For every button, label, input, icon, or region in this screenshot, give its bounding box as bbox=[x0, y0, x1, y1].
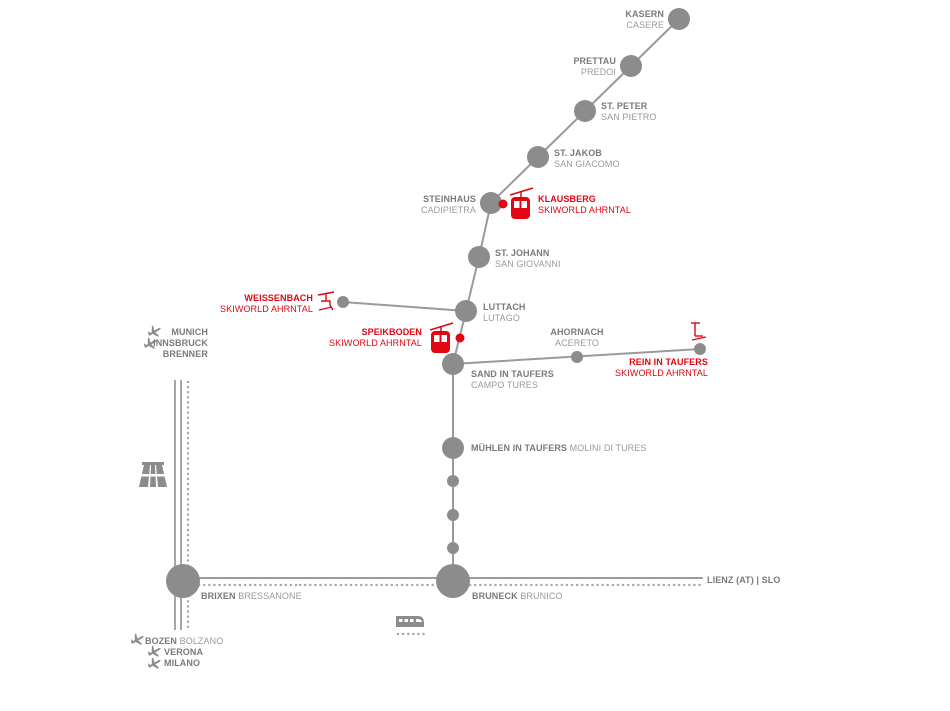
ski-area-dots bbox=[455, 199, 508, 343]
station-name: AHORNACH bbox=[550, 327, 604, 337]
station-name: SAND IN TAUFERS bbox=[471, 369, 554, 379]
station-name: ST. JOHANN bbox=[495, 248, 550, 258]
node-brixen bbox=[166, 564, 200, 598]
node-steinhaus bbox=[480, 192, 502, 214]
station-subname: LUTAGO bbox=[483, 313, 520, 323]
station-name: ST. JAKOB bbox=[554, 148, 602, 158]
gondola-icon bbox=[509, 187, 534, 219]
station-name: BRIXEN bbox=[201, 591, 236, 601]
node-st-jakob bbox=[527, 146, 549, 168]
ski-area-subname: SKIWORLD AHRNTAL bbox=[220, 304, 313, 314]
node-stop-3 bbox=[447, 542, 459, 554]
node-muehlen bbox=[442, 437, 464, 459]
node-weissenbach bbox=[337, 296, 349, 308]
route-kasern-prettau bbox=[630, 18, 680, 67]
label-st-johann: ST. JOHANN SAN GIOVANNI bbox=[495, 248, 561, 270]
gondola-icon bbox=[429, 322, 454, 353]
airplane-icon bbox=[148, 325, 161, 337]
route-luttach-weissenbach bbox=[342, 301, 467, 312]
node-st-johann bbox=[468, 246, 490, 268]
station-subname: PREDOI bbox=[580, 67, 616, 77]
airplane-icon bbox=[144, 337, 157, 349]
station-subname: SAN GIACOMO bbox=[554, 159, 620, 169]
ski-lift-icon bbox=[691, 322, 707, 341]
label-kasern: KASERN CASERE bbox=[625, 9, 664, 31]
station-name: LIENZ (AT) | SLO bbox=[707, 575, 781, 585]
label-ahornach: AHORNACH ACERETO bbox=[544, 327, 610, 349]
node-sand-in-taufers bbox=[442, 353, 464, 375]
label-north-destinations: MUNICH INNSBRUCK BRENNER bbox=[153, 327, 208, 360]
airplane-icon bbox=[131, 633, 144, 645]
node-luttach bbox=[455, 300, 477, 322]
destination-munich: MUNICH bbox=[171, 327, 208, 337]
node-stop-2 bbox=[447, 509, 459, 521]
chairlift-icon bbox=[317, 291, 335, 311]
destination-brenner: BRENNER bbox=[162, 349, 208, 359]
destination-milano: MILANO bbox=[164, 658, 201, 668]
label-south-destinations: BOZEN BOLZANO VERONA MILANO bbox=[145, 636, 223, 669]
ski-area-name: REIN IN TAUFERS bbox=[629, 357, 708, 367]
label-klausberg: KLAUSBERG SKIWORLD AHRNTAL bbox=[538, 194, 631, 216]
label-lienz: LIENZ (AT) | SLO bbox=[707, 575, 780, 586]
node-st-peter bbox=[574, 100, 596, 122]
station-subname: SAN PIETRO bbox=[601, 112, 657, 122]
station-name: KASERN bbox=[625, 9, 664, 19]
station-subname: BRUNICO bbox=[520, 591, 563, 601]
label-rein: REIN IN TAUFERS SKIWORLD AHRNTAL bbox=[615, 357, 708, 379]
label-st-jakob: ST. JAKOB SAN GIACOMO bbox=[554, 148, 620, 170]
ski-area-subname: SKIWORLD AHRNTAL bbox=[615, 368, 708, 378]
airplane-icon bbox=[148, 645, 161, 657]
station-subname: CAMPO TURES bbox=[471, 380, 538, 390]
station-nodes bbox=[166, 8, 706, 598]
station-subname: CASERE bbox=[626, 20, 664, 30]
station-name: ST. PETER bbox=[601, 101, 648, 111]
station-name: BRUNECK bbox=[472, 591, 518, 601]
station-name: LUTTACH bbox=[483, 302, 526, 312]
node-prettau bbox=[620, 55, 642, 77]
label-luttach: LUTTACH LUTAGO bbox=[483, 302, 526, 324]
node-rein bbox=[694, 343, 706, 355]
ski-area-name: WEISSENBACH bbox=[244, 293, 313, 303]
motorway-icon bbox=[139, 462, 167, 487]
destination-verona: VERONA bbox=[164, 647, 204, 657]
label-bruneck: BRUNECK BRUNICO bbox=[472, 591, 563, 602]
station-subname: CADIPIETRA bbox=[420, 205, 476, 215]
label-speikboden: SPEIKBODEN SKIWORLD AHRNTAL bbox=[329, 327, 422, 349]
station-name: PRETTAU bbox=[573, 56, 616, 66]
destination-innsbruck: INNSBRUCK bbox=[153, 338, 208, 348]
station-name: STEINHAUS bbox=[423, 194, 476, 204]
label-weissenbach: WEISSENBACH SKIWORLD AHRNTAL bbox=[220, 293, 313, 315]
station-subname: BRESSANONE bbox=[238, 591, 302, 601]
node-ahornach bbox=[571, 351, 583, 363]
label-brixen: BRIXEN BRESSANONE bbox=[201, 591, 302, 602]
node-bruneck bbox=[436, 564, 470, 598]
ski-area-subname: SKIWORLD AHRNTAL bbox=[538, 205, 631, 215]
destination-bozen-sub: BOLZANO bbox=[179, 636, 224, 646]
destination-bozen: BOZEN bbox=[145, 636, 177, 646]
label-sand-in-taufers: SAND IN TAUFERS CAMPO TURES bbox=[471, 369, 554, 391]
airplane-icon bbox=[148, 657, 161, 669]
ski-area-name: KLAUSBERG bbox=[538, 194, 596, 204]
station-subname: ACERETO bbox=[554, 338, 600, 348]
train-icon bbox=[396, 616, 424, 627]
station-name: MÜHLEN IN TAUFERS bbox=[471, 443, 568, 453]
ski-area-name: SPEIKBODEN bbox=[361, 327, 422, 337]
station-subname: MOLINI DI TURES bbox=[569, 443, 647, 453]
node-stop-1 bbox=[447, 475, 459, 487]
label-st-peter: ST. PETER SAN PIETRO bbox=[601, 101, 657, 123]
label-muehlen: MÜHLEN IN TAUFERS MOLINI DI TURES bbox=[471, 443, 647, 454]
node-kasern bbox=[668, 8, 690, 30]
ski-area-subname: SKIWORLD AHRNTAL bbox=[329, 338, 422, 348]
label-steinhaus: STEINHAUS CADIPIETRA bbox=[421, 194, 476, 216]
label-prettau: PRETTAU PREDOI bbox=[573, 56, 616, 78]
station-subname: SAN GIOVANNI bbox=[495, 259, 561, 269]
